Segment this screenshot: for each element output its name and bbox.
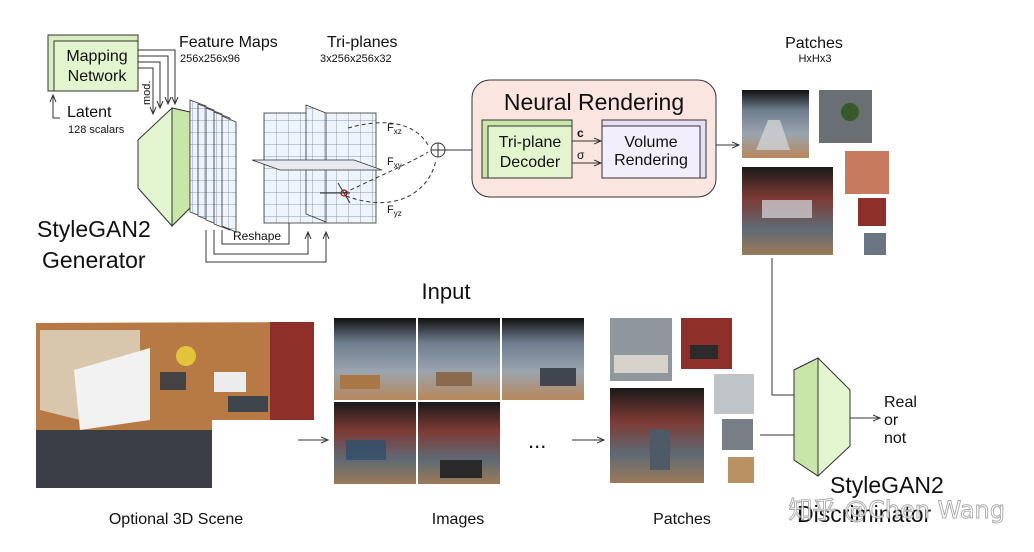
triplanes-graphic xyxy=(251,104,383,224)
patch-image xyxy=(858,198,886,226)
mod-label: mod. xyxy=(141,81,153,105)
patches-top-group xyxy=(742,90,889,255)
f-xy-label: Fxy xyxy=(387,156,402,170)
input-image xyxy=(418,318,500,400)
feature-maps-title: Feature Maps xyxy=(179,34,278,51)
output-label-1: Real xyxy=(884,394,917,411)
sum-node-icon xyxy=(430,142,446,158)
scene-topdown-image xyxy=(36,322,314,488)
volume-rendering-box xyxy=(601,119,707,179)
input-title: Input xyxy=(422,279,471,304)
triplanes-sub: 3x256x256x32 xyxy=(320,53,392,65)
latent-arrow xyxy=(53,95,60,119)
mapping-network-label-1: Mapping xyxy=(66,48,127,65)
mod-arrows xyxy=(138,49,175,114)
generator-name-2: Generator xyxy=(42,247,146,273)
mapping-network-box: Mapping Network xyxy=(47,34,139,92)
discriminator-trapezoid xyxy=(793,357,851,477)
triplane-decoder-box xyxy=(481,119,573,179)
generator-trapezoid xyxy=(137,107,191,228)
triplanes-title: Tri-planes xyxy=(327,34,398,51)
latent-sub-label: 128 scalars xyxy=(68,124,125,136)
input-image xyxy=(502,318,584,400)
volume-label-1: Volume xyxy=(624,134,677,151)
neural-rendering-title: Neural Rendering xyxy=(504,89,684,115)
discriminator-name-2: Discriminator xyxy=(797,501,932,527)
decoder-label-1: Tri-plane xyxy=(499,134,562,151)
decoder-label-2: Decoder xyxy=(500,154,561,171)
latent-label: Latent xyxy=(67,104,112,121)
patch-image xyxy=(681,318,732,369)
patch-image xyxy=(722,419,753,450)
f-xz-label: Fxz xyxy=(387,122,402,136)
images-caption: Images xyxy=(432,511,484,528)
patches-top-sub: HxHx3 xyxy=(798,53,831,65)
output-label-2: or xyxy=(884,412,899,429)
patch-image xyxy=(845,151,889,194)
output-label-3: not xyxy=(884,430,907,447)
patches-top-title: Patches xyxy=(785,35,843,52)
patch-image xyxy=(864,233,886,255)
sampling-curves xyxy=(343,122,437,204)
watermark-text: 知乎 @Chen Wang xyxy=(788,496,1005,524)
generator-name-1: StyleGAN2 xyxy=(37,216,151,242)
feature-maps-sub: 256x256x96 xyxy=(180,53,240,65)
patches-caption: Patches xyxy=(653,511,711,528)
feature-maps-stack xyxy=(189,99,237,233)
sigma-label: σ xyxy=(577,148,585,162)
scene-caption: Optional 3D Scene xyxy=(109,511,243,528)
input-images-grid xyxy=(334,318,584,484)
ellipsis-label: ... xyxy=(528,428,546,453)
patch-image xyxy=(728,457,754,483)
patches-bottom-group xyxy=(610,318,754,483)
patch-image xyxy=(714,374,754,414)
mapping-network-label-2: Network xyxy=(68,68,128,85)
f-yz-label: Fyz xyxy=(387,204,402,218)
c-label: c xyxy=(577,126,584,140)
discriminator-name-1: StyleGAN2 xyxy=(830,472,944,498)
reshape-label: Reshape xyxy=(233,229,281,243)
volume-label-2: Rendering xyxy=(614,152,688,169)
